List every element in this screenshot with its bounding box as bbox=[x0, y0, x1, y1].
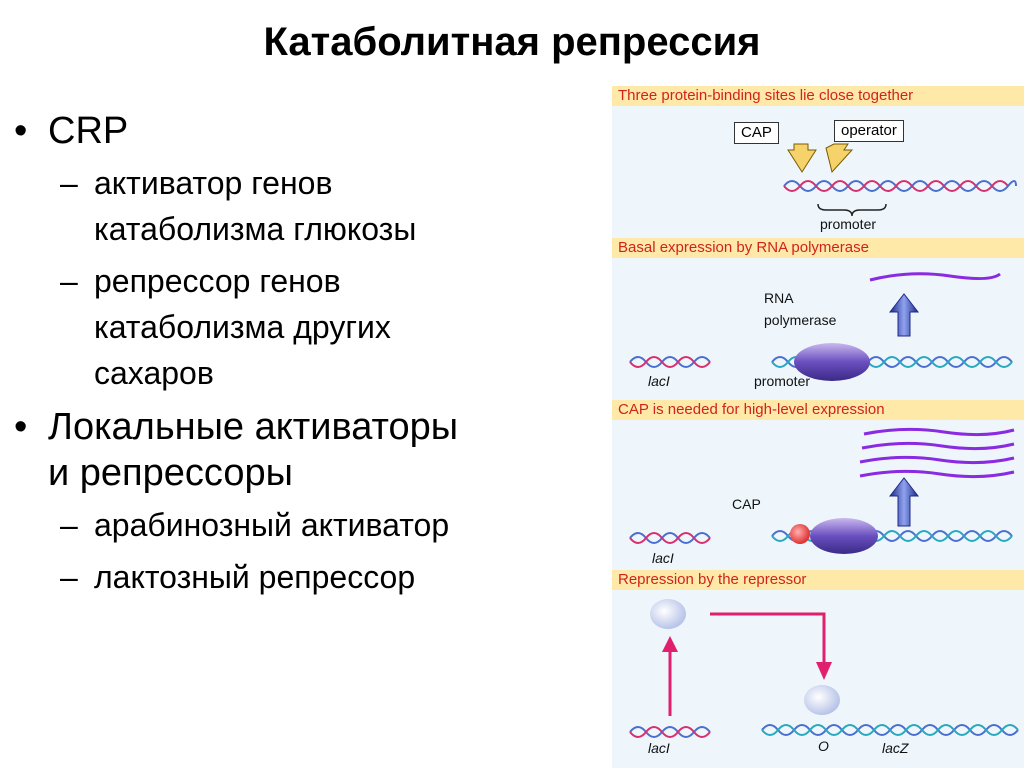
sub-bullet-line: катаболизма глюкозы bbox=[94, 211, 417, 247]
section-header-text: Basal expression by RNA polymerase bbox=[618, 239, 869, 256]
rna-polymerase-icon bbox=[810, 518, 878, 554]
repressor-protein-icon bbox=[650, 599, 686, 629]
operator-o-label: O bbox=[818, 738, 829, 754]
cap-label: CAP bbox=[732, 496, 761, 512]
section-header-text: Three protein-binding sites lie close to… bbox=[618, 87, 914, 104]
section-header: Repression by the repressor bbox=[612, 570, 1024, 590]
sub-bullet-line: репрессор генов bbox=[94, 263, 341, 299]
section-header-text: CAP is needed for high-level expression bbox=[618, 401, 885, 418]
bullet-text: CRP bbox=[48, 110, 129, 152]
cap-site-box: CAP bbox=[734, 122, 779, 144]
promoter-label: promoter bbox=[820, 216, 877, 232]
bullet-line: Локальные активаторы bbox=[48, 406, 459, 448]
bullet-glyph: • bbox=[14, 110, 28, 152]
diagram-graphics bbox=[629, 143, 1019, 738]
sub-bullet-line: сахаров bbox=[94, 355, 214, 391]
rna-label: RNA bbox=[764, 290, 794, 306]
bullet-local: • Локальные активаторы и репрессоры bbox=[14, 404, 594, 496]
laci-helix-icon bbox=[629, 726, 711, 738]
dash-glyph: – bbox=[60, 263, 78, 299]
sub-bullet-line: арабинозный активатор bbox=[94, 507, 450, 543]
section-header: Three protein-binding sites lie close to… bbox=[612, 86, 1024, 106]
sub-bullet-lactose: – лактозный репрессор bbox=[14, 554, 594, 600]
section-header-text: Repression by the repressor bbox=[618, 571, 807, 588]
slide-title: Катаболитная репрессия bbox=[263, 20, 761, 64]
laci-helix-icon bbox=[629, 356, 711, 368]
lacz-label: lacZ bbox=[882, 740, 909, 756]
cap-arrow-icon bbox=[787, 143, 817, 173]
sub-bullet-activator: – активатор генов катаболизма глюкозы bbox=[14, 160, 594, 252]
section-header: CAP is needed for high-level expression bbox=[612, 400, 1024, 420]
promoter-label: promoter bbox=[754, 373, 811, 389]
bullet-crp: • CRP bbox=[14, 108, 594, 154]
laci-label: lacI bbox=[652, 550, 674, 566]
sub-bullet-repressor: – репрессор генов катаболизма других сах… bbox=[14, 258, 594, 396]
polymerase-label: polymerase bbox=[764, 312, 837, 328]
laci-label: lacI bbox=[648, 740, 670, 756]
lac-operon-diagram: Three protein-binding sites lie close to… bbox=[612, 86, 1024, 768]
laci-label: lacI bbox=[648, 373, 670, 389]
sub-bullet-line: лактозный репрессор bbox=[94, 559, 416, 595]
sub-bullet-line: катаболизма других bbox=[94, 309, 391, 345]
mrna-strand-icon bbox=[869, 272, 1001, 282]
sub-bullet-arabinose: – арабинозный активатор bbox=[14, 502, 594, 548]
mrna-strands-icon bbox=[859, 427, 1015, 479]
transcription-arrow-icon bbox=[888, 293, 920, 337]
repressor-bound-icon bbox=[804, 685, 840, 715]
dash-glyph: – bbox=[60, 559, 78, 595]
dna-helix-icon bbox=[783, 180, 1017, 192]
transcription-arrow-icon bbox=[888, 477, 920, 527]
sub-bullet-line: активатор генов bbox=[94, 165, 333, 201]
operator-arrow-icon bbox=[825, 143, 854, 174]
dna-helix-icon bbox=[761, 724, 1019, 736]
dash-glyph: – bbox=[60, 507, 78, 543]
bullet-list: • CRP – активатор генов катаболизма глюк… bbox=[14, 108, 594, 606]
section-header: Basal expression by RNA polymerase bbox=[612, 238, 1024, 258]
cap-protein-icon bbox=[790, 524, 810, 544]
dash-glyph: – bbox=[60, 165, 78, 201]
bullet-line: и репрессоры bbox=[48, 452, 293, 494]
rna-polymerase-icon bbox=[794, 343, 870, 381]
operator-site-box: operator bbox=[834, 120, 904, 142]
laci-helix-icon bbox=[629, 532, 711, 544]
bullet-glyph: • bbox=[14, 406, 28, 448]
promoter-brace-icon bbox=[817, 203, 887, 217]
repressor-synthesis-arrow-icon bbox=[662, 636, 678, 716]
repressor-binding-arrow-icon bbox=[710, 612, 832, 680]
